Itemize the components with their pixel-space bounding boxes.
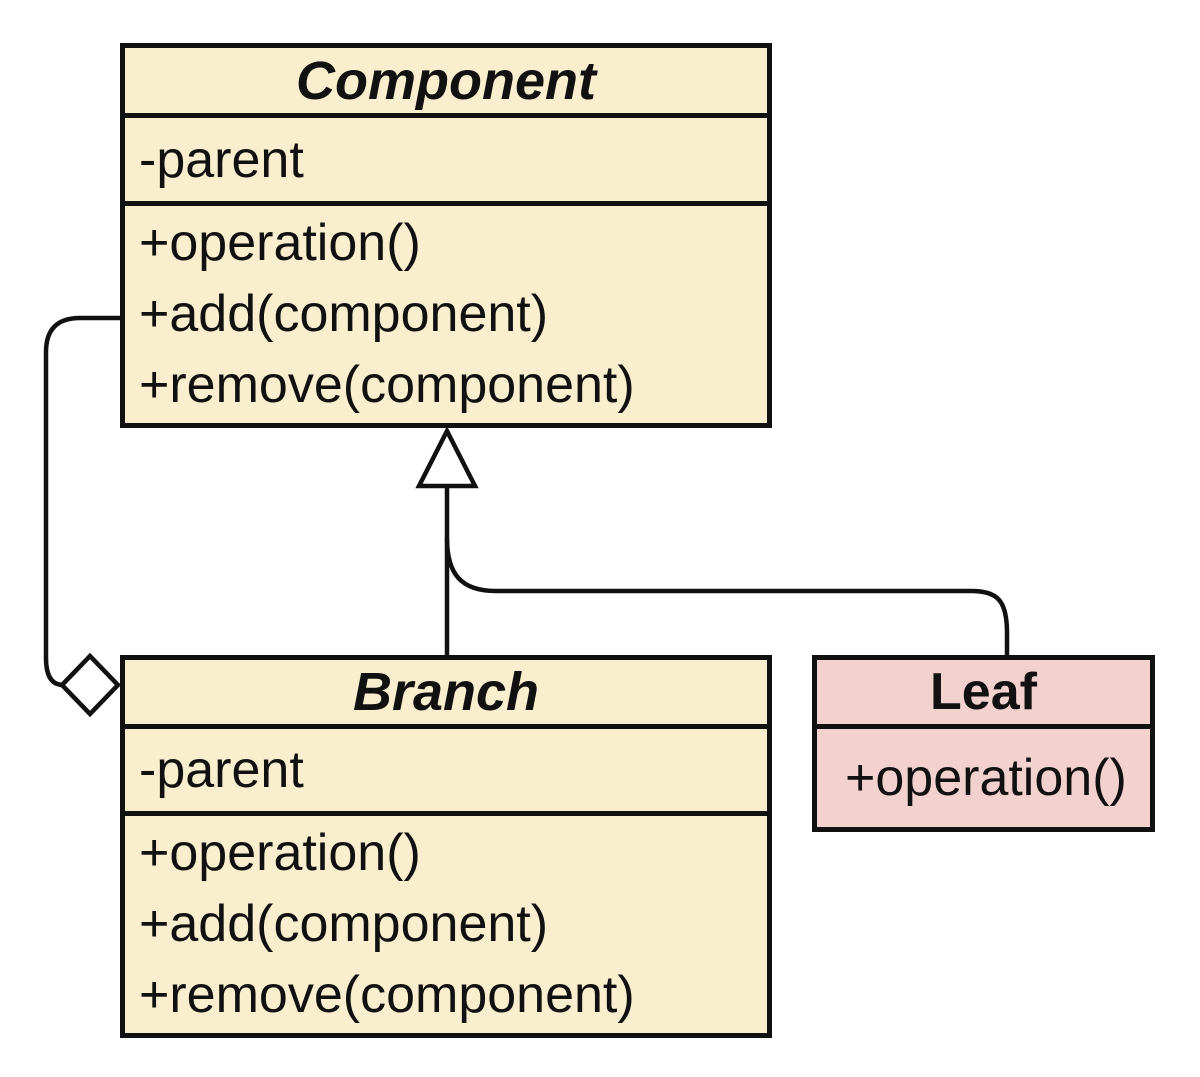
attributes-section: -parent xyxy=(125,118,767,206)
class-box-branch: Branch -parent +operation() +add(compone… xyxy=(120,655,772,1038)
attribute: -parent xyxy=(139,130,304,189)
methods-section: +operation() +add(component) +remove(com… xyxy=(125,206,767,423)
inheritance-connector-leaf xyxy=(444,537,1010,658)
method: +add(component) xyxy=(139,895,549,953)
method: +remove(component) xyxy=(139,356,635,414)
class-title: Leaf xyxy=(817,660,1150,729)
class-box-leaf: Leaf +operation() xyxy=(812,655,1155,832)
method: +add(component) xyxy=(139,285,549,343)
class-title: Component xyxy=(125,48,767,118)
method: +remove(component) xyxy=(139,966,635,1024)
attributes-section: -parent xyxy=(125,729,767,816)
generalization-triangle-icon xyxy=(415,426,479,489)
method: +operation() xyxy=(139,824,421,882)
aggregation-diamond-icon xyxy=(58,652,122,718)
aggregation-connector-line xyxy=(43,315,124,688)
methods-section: +operation() +add(component) +remove(com… xyxy=(125,816,767,1033)
class-title: Branch xyxy=(125,660,767,729)
method: +operation() xyxy=(139,214,421,272)
attribute: -parent xyxy=(139,741,304,799)
class-box-component: Component -parent +operation() +add(comp… xyxy=(120,43,772,428)
method: +operation() xyxy=(845,748,1127,807)
methods-section: +operation() xyxy=(817,729,1150,827)
